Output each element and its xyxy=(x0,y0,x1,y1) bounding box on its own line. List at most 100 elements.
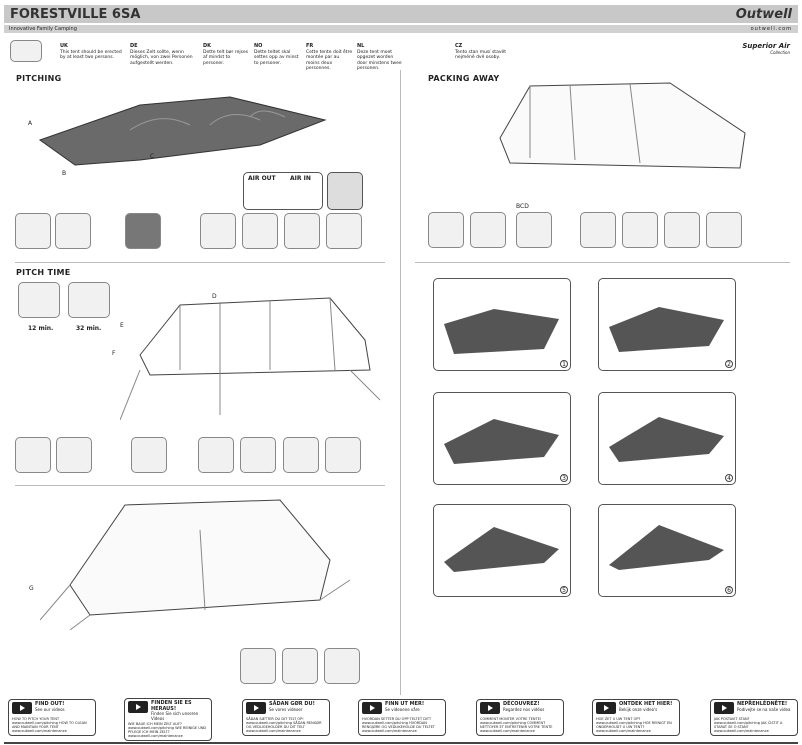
step-f-thumb-2 xyxy=(240,437,276,473)
pack-step-4: 4 xyxy=(598,392,736,485)
divider xyxy=(15,262,385,263)
label-b: B xyxy=(62,170,67,177)
pitch-time-2: 32 min. xyxy=(76,325,102,332)
language-code: CZ xyxy=(455,43,463,49)
step-g-thumb-3 xyxy=(324,648,360,684)
language-text: Dette telt bør rejses af mindst to perso… xyxy=(203,49,249,66)
pack-step-5: 5 xyxy=(433,504,571,597)
step-c-thumb-4 xyxy=(326,213,362,249)
pump-icon xyxy=(327,172,363,210)
pack-step-number: 2 xyxy=(725,360,733,368)
label-g: G xyxy=(29,585,34,592)
collection-name: Superior Air xyxy=(742,42,790,50)
video-links[interactable]: HVORDAN SETTER DU OPP TELTET DITT www.ou… xyxy=(362,717,435,733)
pitch-time-icon-1 xyxy=(18,282,60,318)
header-bar xyxy=(4,5,798,23)
play-icon[interactable] xyxy=(362,702,382,714)
video-subheading: Podívejte se na naše videa xyxy=(737,706,791,712)
video-subheading: Bekijk onze video's xyxy=(619,706,658,712)
play-icon[interactable] xyxy=(480,702,500,714)
pack-step-bcd-thumb xyxy=(516,212,552,248)
tent-guyline-illustration xyxy=(40,499,351,630)
video-link-card[interactable]: NEPŘEHLÉDNĚTE!Podívejte se na naše videa… xyxy=(710,699,798,736)
play-icon[interactable] xyxy=(246,702,266,714)
step-f-thumb-1 xyxy=(198,437,234,473)
video-subheading: Finden Sie sich unseren Videos xyxy=(151,711,199,721)
video-links[interactable]: COMMENT MONTER VOTRE TENTE! www.outwell.… xyxy=(480,717,553,733)
outwell-logo: Outwell xyxy=(735,7,792,22)
section-packing-away: PACKING AWAY xyxy=(428,74,500,83)
pack-peg-icon xyxy=(470,212,506,248)
video-subheading: Regardez nos vidéos xyxy=(503,706,545,712)
video-link-card[interactable]: FINDEN SIE ES HERAUS!Finden Sie sich uns… xyxy=(124,698,212,741)
step-e-thumb xyxy=(131,437,167,473)
language-text: This tent should be erected by at least … xyxy=(60,49,122,61)
tent-deflate-illustration xyxy=(499,82,746,169)
step-c-thumb-1 xyxy=(200,213,236,249)
step-c-thumb-2 xyxy=(242,213,278,249)
step-f-thumb-3 xyxy=(283,437,319,473)
label-a: A xyxy=(28,120,33,127)
pack-step-illustration xyxy=(609,307,724,352)
section-pitch-time: PITCH TIME xyxy=(16,268,71,277)
step-g-thumb-1 xyxy=(240,648,276,684)
language-text: Deze tent moet opgezet worden door minst… xyxy=(357,49,402,72)
play-icon[interactable] xyxy=(128,701,148,713)
label-d: D xyxy=(212,293,217,300)
video-links[interactable]: HOW TO PITCH YOUR TENT www.outwell.com/p… xyxy=(12,717,87,733)
product-title: FORESTVILLE 6SA xyxy=(10,7,141,22)
video-links[interactable]: HOE ZET U UW TENT OP? www.outwell.com/pi… xyxy=(596,717,672,733)
pack-step-illustration xyxy=(609,417,724,462)
pack-step-number: 3 xyxy=(560,474,568,482)
language-text: Dette teltet skal settes opp av minst to… xyxy=(254,49,299,66)
pack-step-illustration xyxy=(444,527,559,572)
divider xyxy=(415,262,790,263)
video-subheading: Se videoene våre xyxy=(385,706,420,712)
language-text: Tento stan musí stavět nejméně dvě osoby… xyxy=(455,49,507,61)
step-d-thumb-1 xyxy=(15,437,51,473)
pitch-time-icon-2 xyxy=(68,282,110,318)
step-g-thumb-2 xyxy=(282,648,318,684)
pack-step-2: 2 xyxy=(598,278,736,371)
step-f-thumb-4 xyxy=(325,437,361,473)
video-heading: FINDEN SIE ES HERAUS! xyxy=(151,700,192,712)
step-b-thumb xyxy=(125,213,161,249)
pack-step-number: 6 xyxy=(725,586,733,594)
section-pitching: PITCHING xyxy=(16,74,62,83)
pack-thumb-6 xyxy=(706,212,742,248)
play-icon[interactable] xyxy=(12,702,32,714)
divider xyxy=(15,485,385,486)
video-subheading: See our videos xyxy=(35,706,65,712)
video-heading: FINN UT MER! xyxy=(385,701,425,707)
step-d-thumb-2 xyxy=(56,437,92,473)
video-links[interactable]: SÅDAN SÆTTER DU DIT TELT OP! www.outwell… xyxy=(246,717,322,733)
video-heading: SÅDAN GØR DU! xyxy=(269,701,315,707)
language-text: Cette tente doit être montée par au moin… xyxy=(306,49,353,72)
pack-step-3: 3 xyxy=(433,392,571,485)
pack-thumb-4 xyxy=(622,212,658,248)
label-f: F xyxy=(112,350,116,357)
video-links[interactable]: JAK POSTAVIT STAN? www.outwell.com/pitch… xyxy=(714,717,783,733)
language-code: NL xyxy=(357,43,365,49)
play-icon[interactable] xyxy=(596,702,616,714)
footer-line xyxy=(4,742,798,744)
two-persons-icon xyxy=(10,40,42,62)
pack-step-number: 1 xyxy=(560,360,568,368)
language-code: FR xyxy=(306,43,314,49)
label-bcd: BCD xyxy=(516,203,529,210)
play-icon[interactable] xyxy=(714,702,734,714)
pack-thumb-5 xyxy=(664,212,700,248)
video-links[interactable]: WIE BAUE ICH MEIN ZELT AUF? www.outwell.… xyxy=(128,722,207,738)
pack-step-illustration xyxy=(444,309,559,354)
